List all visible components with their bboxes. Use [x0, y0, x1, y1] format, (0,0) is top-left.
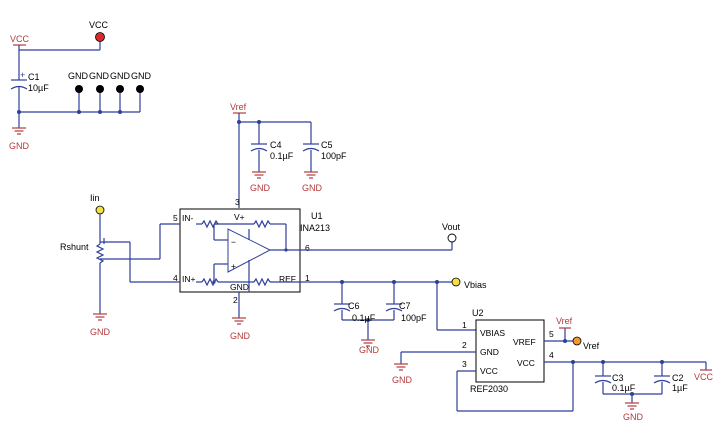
vbias-label: Vbias — [464, 280, 487, 290]
vref-decoupling: Vref C4 0.1µF C5 100pF GND GND — [230, 102, 347, 208]
gnd-pin-label-3: GND — [110, 71, 131, 81]
u1-in-plus-label: IN+ — [182, 274, 196, 284]
vout-test-point[interactable] — [447, 233, 457, 243]
c6c7-gnd-label: GND — [359, 345, 380, 355]
u2-pin4-number: 4 — [549, 350, 554, 360]
c5-gnd-label: GND — [302, 183, 323, 193]
u2-ref: U2 — [472, 308, 484, 318]
ref2030-u2: U2 REF2030 VBIAS GND VCC VREF VCC 1 2 3 … — [462, 308, 554, 394]
vref-label-top: Vref — [230, 102, 247, 112]
u2-part: REF2030 — [470, 384, 508, 394]
u2-pin5-number: 5 — [549, 329, 554, 339]
vcc-label-tp: VCC — [89, 20, 109, 30]
c6-value: 0.1µF — [352, 313, 376, 323]
iin-test-point[interactable] — [95, 205, 105, 215]
u2-pin3-number: 3 — [462, 359, 467, 369]
c3-value: 0.1µF — [612, 383, 636, 393]
c1-gnd-label: GND — [9, 141, 30, 151]
c2-ref: C2 — [672, 373, 684, 383]
vcc-net-left: VCC VCC — [10, 20, 109, 68]
u1-amp-minus: − — [231, 237, 236, 247]
u2-vref-output: Vref Vref — [544, 316, 600, 351]
u1-amp-plus: + — [231, 261, 236, 271]
vbias-net: Vbias C6 0.1µF C7 100pF GND — [300, 277, 487, 355]
c5-ref: C5 — [321, 140, 333, 150]
vcc-label-top: VCC — [10, 34, 30, 44]
shunt-input: Iin Rshunt GND — [60, 193, 180, 337]
u1-ref-label: REF — [279, 274, 296, 284]
vref-label-u2: Vref — [556, 316, 573, 326]
gnd-test-point-3[interactable] — [116, 85, 124, 93]
u1-part: INA213 — [300, 223, 330, 233]
c6-ref: C6 — [348, 301, 360, 311]
vout-label: Vout — [442, 222, 461, 232]
gnd-test-point-2[interactable] — [96, 85, 104, 93]
gnd-pin-group: GND GND GND GND — [68, 71, 152, 114]
c1-ref: C1 — [28, 72, 40, 82]
u1-vplus-label: V+ — [234, 212, 245, 222]
u1-pin6-number: 6 — [305, 243, 310, 253]
c7-value: 100pF — [401, 313, 427, 323]
c2-value: 1µF — [672, 383, 688, 393]
u1-gnd-net-label: GND — [230, 331, 251, 341]
u2-vcc-right-label: VCC — [517, 358, 535, 368]
u1-pin5-number: 5 — [173, 213, 178, 223]
c4-value: 0.1µF — [270, 151, 294, 161]
c2c3-gnd-label: GND — [623, 412, 644, 422]
u2-gnd-net-label: GND — [392, 375, 413, 385]
iin-label: Iin — [90, 193, 100, 203]
u2-vcc-left-label: VCC — [480, 366, 498, 376]
u2-vref-label: VREF — [513, 337, 536, 347]
rshunt-label: Rshunt — [60, 242, 89, 252]
gnd-test-point-4[interactable] — [136, 85, 144, 93]
vref-test-point[interactable] — [572, 336, 582, 346]
u2-pin2-number: 2 — [462, 340, 467, 350]
rshunt-gnd-label: GND — [90, 327, 111, 337]
c5-value: 100pF — [321, 151, 347, 161]
u2-vbias-label: VBIAS — [480, 328, 505, 338]
c4-ref: C4 — [270, 140, 282, 150]
u1-pin4-number: 4 — [173, 273, 178, 283]
vcc-decoupling-right: VCC GND C3 0.1µF C2 1µF — [544, 360, 714, 422]
gnd-test-point-1[interactable] — [75, 85, 83, 93]
u1-pin1-number: 1 — [305, 273, 310, 283]
u2-pin1-number: 1 — [462, 320, 467, 330]
c1-value: 10µF — [28, 83, 49, 93]
vout-net: Vout — [300, 222, 461, 251]
u1-gnd-label: GND — [230, 282, 249, 292]
vcc-label-right: VCC — [694, 372, 714, 382]
c1-polarity-mark: + — [20, 70, 25, 80]
ina213-u1: 3 5 4 2 6 1 IN- IN+ V+ GND REF U1 INA213… — [173, 197, 330, 305]
u1-ref: U1 — [311, 211, 323, 221]
u2-gnd-label: GND — [480, 347, 499, 357]
c3-ref: C3 — [612, 373, 624, 383]
gnd-pin-label-2: GND — [89, 71, 110, 81]
gnd-pin-label-4: GND — [131, 71, 152, 81]
c7-ref: C7 — [399, 301, 411, 311]
vcc-test-point[interactable] — [95, 32, 105, 42]
gnd-pin-label-1: GND — [68, 71, 89, 81]
u1-pin2-number: 2 — [233, 295, 238, 305]
u1-in-minus-label: IN- — [182, 213, 194, 223]
vref-tp-label: Vref — [583, 341, 600, 351]
vbias-test-point[interactable] — [451, 277, 461, 287]
u1-pin3-number: 3 — [235, 197, 240, 207]
c4-gnd-label: GND — [250, 183, 271, 193]
